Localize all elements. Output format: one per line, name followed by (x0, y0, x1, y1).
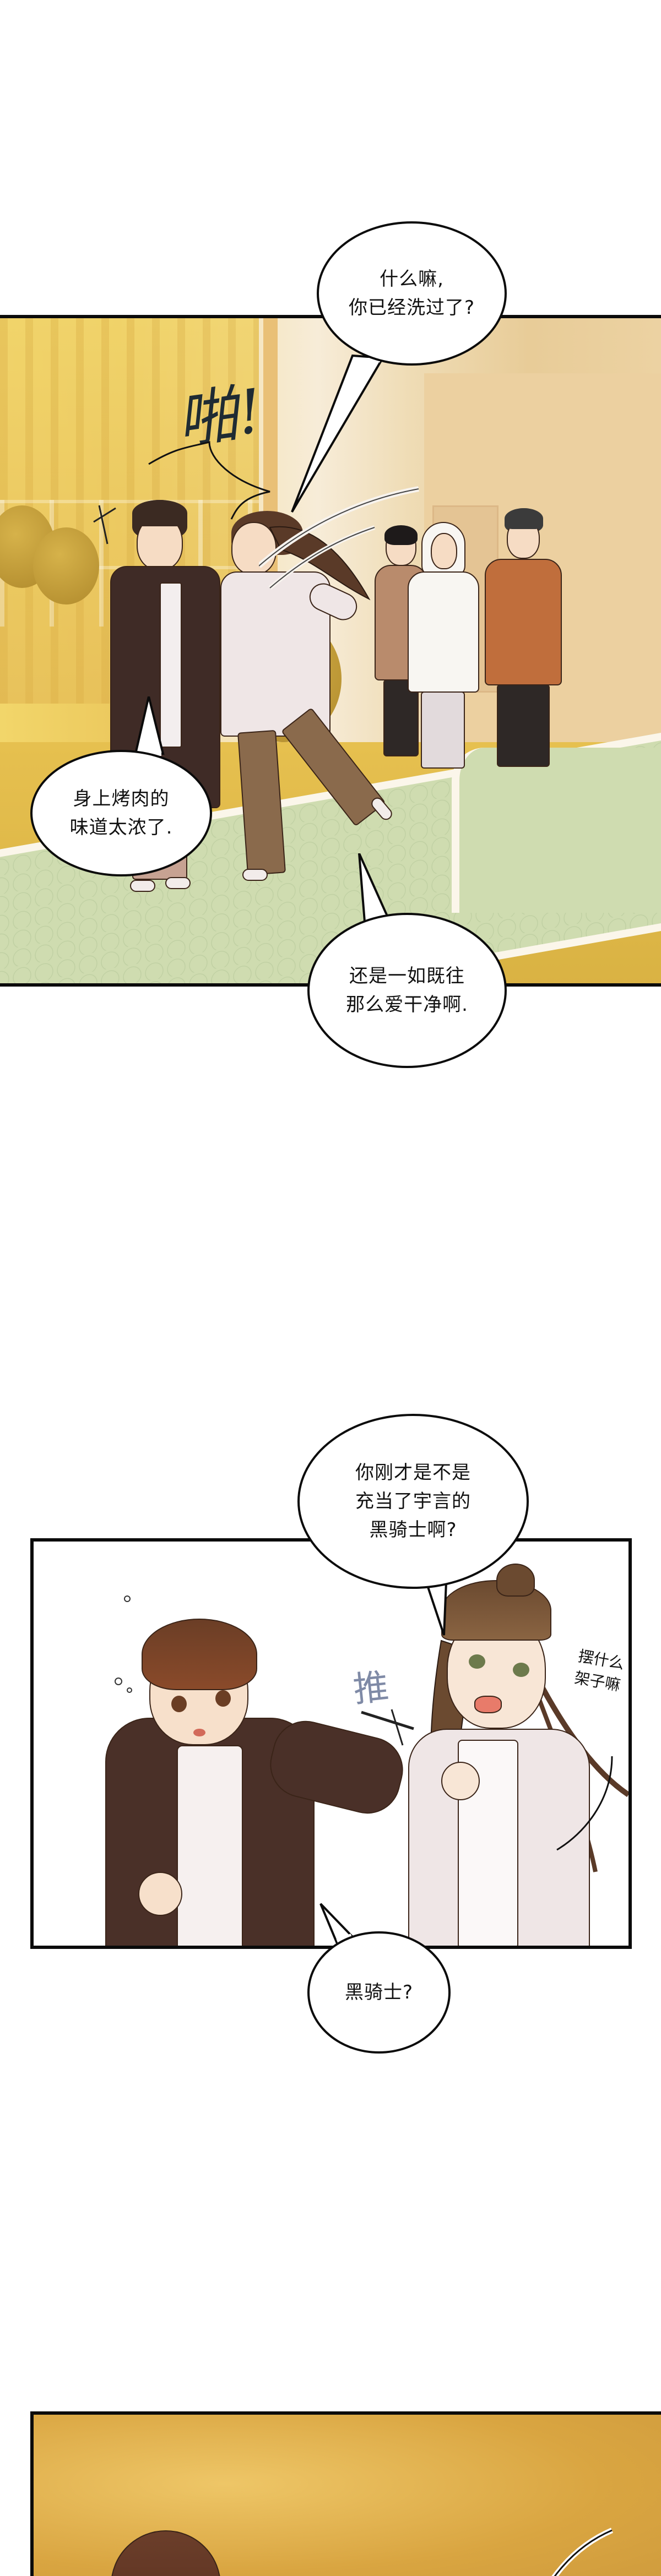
motion-lines (259, 486, 419, 590)
character-ahoge (551, 2528, 613, 2576)
bush (33, 527, 99, 604)
character-long-haired-friend (209, 511, 408, 881)
character-hair-top (111, 2530, 221, 2576)
speed-line (556, 1756, 613, 1851)
character-classmate-2 (485, 508, 562, 783)
speech-bubble-4: 你刚才是不是 充当了宇言的 黑骑士啊? (297, 1414, 529, 1589)
tiled-walkway-branch (452, 748, 661, 913)
bubble-2-tail (134, 696, 165, 756)
surprise-marks (93, 505, 116, 544)
bubble-text: 身上烤肉的 味道太浓了. (69, 788, 173, 838)
bubble-text: 黑骑士? (344, 1981, 414, 2003)
confusion-dots (115, 1595, 132, 1693)
bubble-4-tail (425, 1580, 448, 1636)
bubble-text: 你刚才是不是 充当了宇言的 黑骑士啊? (355, 1462, 471, 1541)
panel-2-push-closeup: 推 摆什么 架子嘛 (30, 1538, 632, 1949)
bubble-1-tail (291, 354, 385, 513)
character-long-haired-friend-closeup (375, 1564, 629, 1946)
character-classmate-hoodie (408, 522, 479, 781)
sfx-push: 推 (351, 1666, 391, 1711)
speech-bubble-2: 身上烤肉的 味道太浓了. (30, 750, 212, 876)
sfx-burst-lines (148, 441, 270, 520)
bubble-text: 还是一如既往 那么爱干净啊. (346, 965, 468, 1016)
speech-bubble-3: 还是一如既往 那么爱干净啊. (307, 913, 507, 1068)
panel-3-golden-closeup (30, 2411, 661, 2576)
character-boy-brown-jacket (89, 1619, 410, 1946)
side-mutter-text: 摆什么 架子嘛 (573, 1647, 626, 1695)
speech-bubble-5: 黑骑士? (307, 1931, 451, 2054)
bubble-text: 什么嘛, 你已经洗过了? (348, 268, 475, 319)
speech-bubble-1: 什么嘛, 你已经洗过了? (317, 221, 507, 366)
impact-marks (361, 1709, 414, 1746)
